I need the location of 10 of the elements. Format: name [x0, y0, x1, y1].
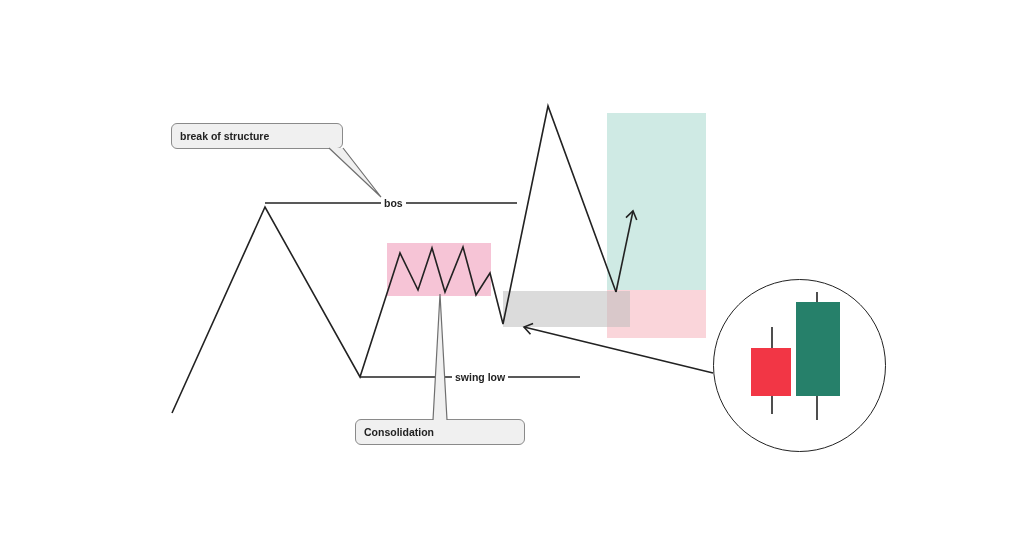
level-label: bos — [381, 197, 406, 209]
callout-pointer — [328, 147, 382, 198]
stop-loss-zone — [607, 290, 706, 338]
callout-bubble: break of structure — [171, 123, 343, 149]
shaded-zone — [387, 243, 491, 296]
take-profit-zone — [607, 113, 706, 290]
shaded-zone — [503, 291, 630, 327]
callout-pointer — [432, 293, 448, 421]
arrow — [523, 322, 714, 374]
level-label: swing low — [452, 371, 509, 383]
